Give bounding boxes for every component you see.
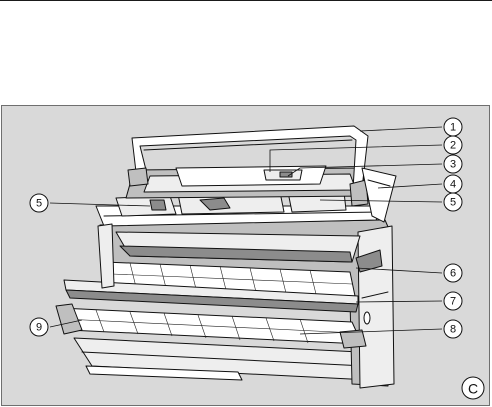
slot-cover xyxy=(176,166,326,186)
callout-4-label: 4 xyxy=(450,179,456,191)
variant-badge-label: C xyxy=(468,381,478,397)
callout-5-left: 5 xyxy=(30,194,48,212)
callout-5-right: 5 xyxy=(444,193,462,211)
handle-hinge-left xyxy=(128,168,148,186)
callout-4: 4 xyxy=(444,175,462,193)
housing-side-panel xyxy=(358,226,394,388)
side-latch xyxy=(364,312,370,324)
callout-3: 3 xyxy=(444,155,462,173)
callout-9-label: 9 xyxy=(36,322,42,334)
callout-8-label: 8 xyxy=(450,324,456,336)
callout-1-label: 1 xyxy=(450,122,456,134)
callout-6-label: 6 xyxy=(450,268,456,280)
callout-5-left-label: 5 xyxy=(36,198,42,210)
callout-2: 2 xyxy=(444,136,462,154)
left-post xyxy=(98,224,114,288)
callout-9: 9 xyxy=(30,318,48,336)
callout-8: 8 xyxy=(444,320,462,338)
callout-5-right-label: 5 xyxy=(450,197,456,209)
illustration-body xyxy=(56,126,396,388)
variant-badge: C xyxy=(462,377,484,399)
callout-7: 7 xyxy=(444,292,462,310)
callout-2-label: 2 xyxy=(450,140,456,152)
callout-6: 6 xyxy=(444,264,462,282)
callout-1: 1 xyxy=(444,118,462,136)
callout-3-label: 3 xyxy=(450,159,456,171)
callout-7-label: 7 xyxy=(450,296,456,308)
